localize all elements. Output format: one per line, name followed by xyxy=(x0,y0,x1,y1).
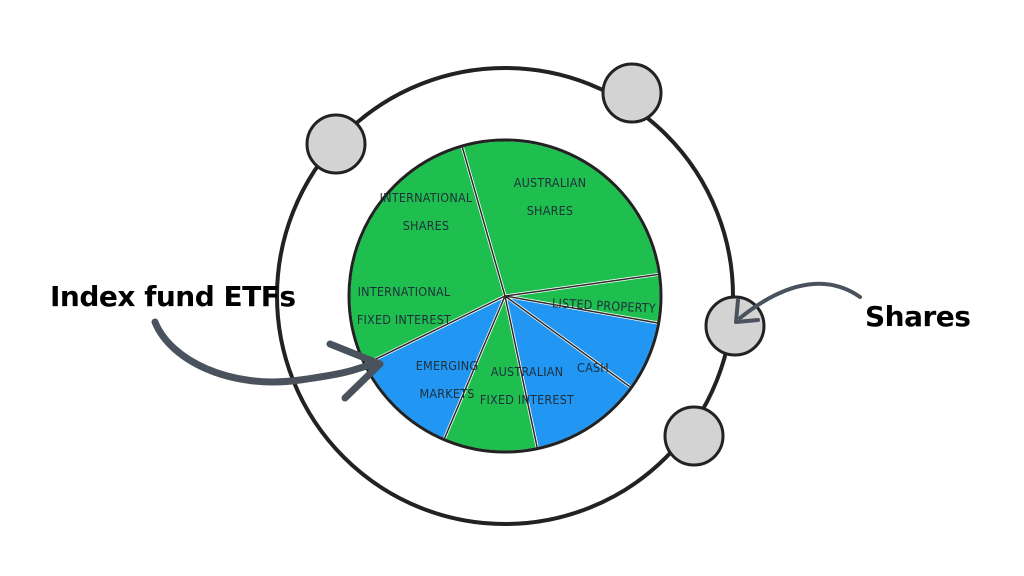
pie-divider xyxy=(504,295,659,324)
shares-arrow xyxy=(734,281,862,324)
pie-divider xyxy=(504,273,660,297)
pie-divider xyxy=(504,295,539,449)
segment-label-listed-property: LISTED PROPERTY xyxy=(552,295,657,315)
planet-top-right xyxy=(601,62,663,124)
segment-label-cash: CASH xyxy=(577,360,609,375)
planet-bottom-right xyxy=(663,405,725,467)
callout-shares: Shares xyxy=(865,300,971,333)
pie-divider xyxy=(364,295,506,366)
pie-outline xyxy=(347,138,663,454)
pie-chart xyxy=(347,138,663,454)
pie-divider xyxy=(461,145,506,297)
planet-top-left xyxy=(305,113,367,175)
etfs-arrow xyxy=(151,318,384,402)
pie-divider xyxy=(443,295,506,440)
callout-index-fund-etfs: Index fund ETFs xyxy=(50,280,296,313)
pie-divider xyxy=(504,295,632,389)
